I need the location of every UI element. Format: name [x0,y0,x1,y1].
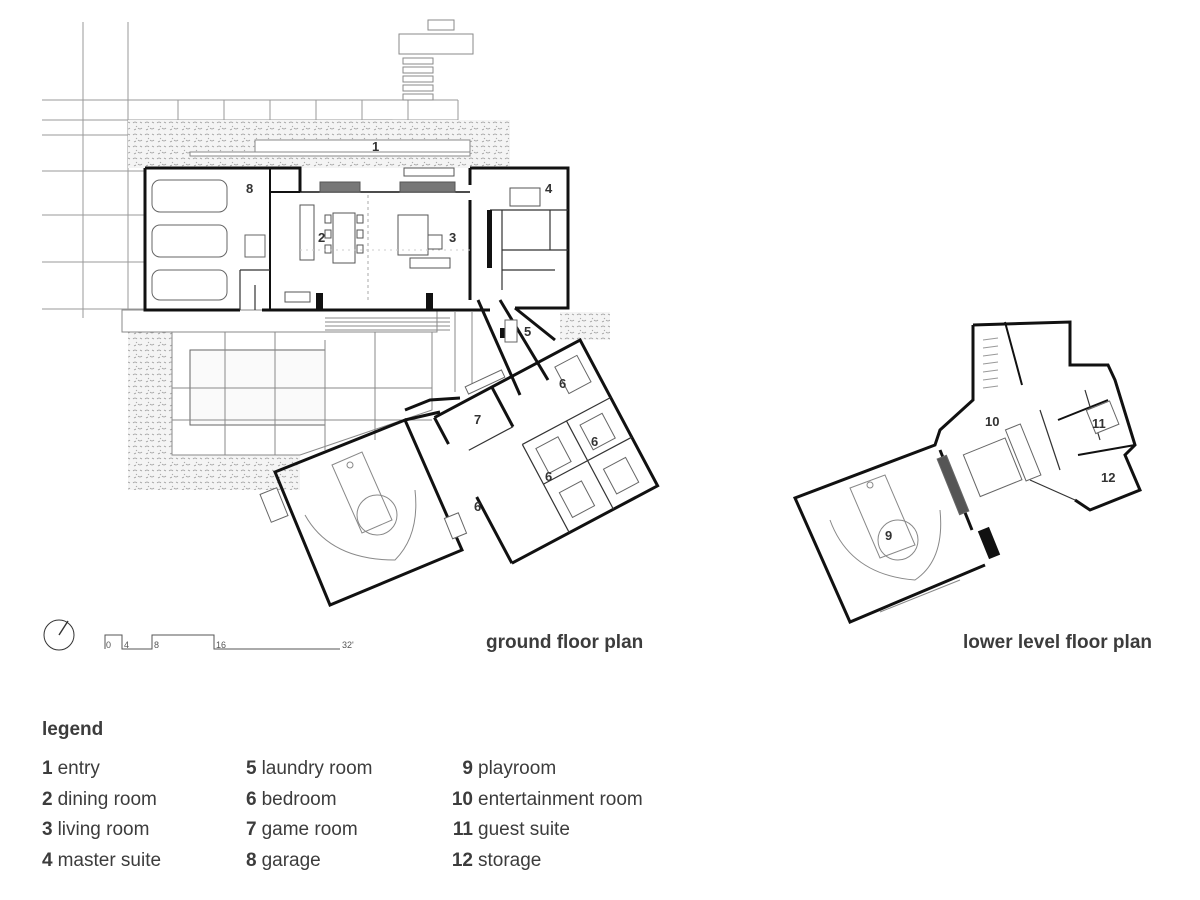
scale-bar: 0 4 8 16 32' [104,634,354,650]
room-label-8: 8 [246,181,253,196]
lower-room-labels: 9 10 11 12 [885,414,1115,543]
main-house-walls [143,166,570,312]
lower-level-floor-plan-title: lower level floor plan [963,632,1152,653]
scale-tick-0: 0 [106,640,111,650]
room-label-10: 10 [985,414,999,429]
scale-tick-8: 8 [154,640,159,650]
pool-terrace [121,309,438,456]
room-label-6a: 6 [559,376,566,391]
entry-canopy [189,139,471,157]
court-markings [304,451,417,561]
room-label-3: 3 [449,230,456,245]
room-label-9: 9 [885,528,892,543]
wing-connector [476,299,556,396]
lower-stairs [982,337,999,389]
room-label-11: 11 [1092,416,1106,431]
room-label-1: 1 [372,139,379,154]
lower-court-markings [829,474,942,581]
ground-floor-plan-title: ground floor plan [486,632,644,653]
interior-lines [239,209,568,310]
scale-tick-4: 4 [124,640,129,650]
scale-tick-32: 32' [342,640,354,650]
game-room-court [273,396,464,607]
room-label-2: 2 [318,230,325,245]
lower-walls [792,320,1142,624]
room-label-6c: 6 [545,469,552,484]
legend-heading: legend [42,719,104,740]
scale-tick-16: 16 [216,640,226,650]
bedroom-wing [433,338,660,565]
site-lines [42,22,459,318]
north-arrow-icon [43,619,75,651]
room-label-4: 4 [545,181,553,196]
terrace-steps [325,312,473,392]
room-label-6b: 6 [591,434,598,449]
lower-furniture [936,400,1120,516]
room-label-5: 5 [524,324,531,339]
room-label-7: 7 [474,412,481,427]
ground-room-labels: 1 2 3 4 5 6 6 6 6 7 8 [246,139,598,514]
furniture [284,167,541,303]
lower-level-floor-plan: 9 10 11 12 [792,320,1142,624]
room-label-12: 12 [1101,470,1115,485]
ground-floor-plan: 1 2 3 4 5 6 6 6 6 7 8 [42,19,660,607]
lower-interior [1029,389,1101,501]
garage-cars [151,179,266,301]
room-label-6d: 6 [474,499,481,514]
